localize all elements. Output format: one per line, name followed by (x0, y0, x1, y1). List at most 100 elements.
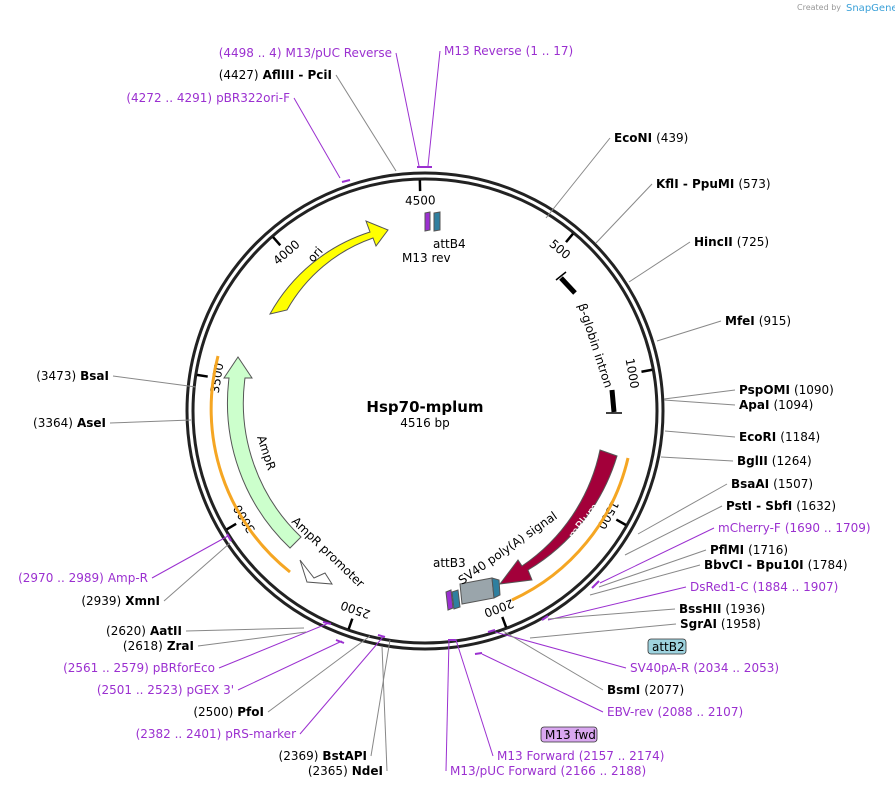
site-name: BsaAI (731, 477, 769, 491)
enzyme-label[interactable]: (2620) AatII (106, 622, 182, 639)
enzyme-label[interactable]: ApaI (1094) (739, 396, 813, 413)
site-position: (4498 .. 4) (219, 46, 282, 60)
primer-label[interactable]: (4272 .. 4291) pBR322ori-F (126, 89, 290, 106)
enzyme-label[interactable]: BssHII (1936) (679, 600, 765, 617)
enzyme-label[interactable]: BglII (1264) (737, 452, 812, 469)
site-position: (2939) (81, 594, 121, 608)
leader-line (637, 483, 728, 535)
tick-label: 4500 (405, 193, 436, 208)
site-name: pRS-marker (225, 727, 296, 741)
primer-label[interactable]: M13 Forward (2157 .. 2174) (497, 747, 664, 764)
beta-globin-start (559, 276, 577, 295)
site-name: pBR322ori-F (216, 91, 290, 105)
site-position: (1094) (773, 398, 813, 412)
site-position: (4427) (219, 68, 259, 82)
mplum-feature[interactable] (498, 449, 618, 585)
enzyme-label[interactable]: EcoNI (439) (614, 129, 688, 146)
site-name: SgrAI (680, 617, 717, 631)
enzyme-label[interactable]: (3473) BsaI (36, 367, 109, 384)
attb2-tag-label: attB2 (652, 640, 685, 654)
m13-fwd-tag-label: M13 fwd (545, 728, 596, 742)
site-position: (4272 .. 4291) (126, 91, 212, 105)
leader-lines (109, 50, 736, 772)
site-name: ZraI (167, 639, 194, 653)
enzyme-label[interactable]: BsaAI (1507) (731, 475, 813, 492)
ori-feature[interactable] (269, 220, 389, 315)
enzyme-label[interactable]: (2365) NdeI (308, 762, 383, 779)
primer-label[interactable]: (2970 .. 2989) Amp-R (18, 569, 148, 586)
site-name: BsmI (607, 683, 640, 697)
site-position: (2620) (106, 624, 146, 638)
enzyme-label[interactable]: BsmI (2077) (607, 681, 684, 698)
leader-line (335, 74, 397, 172)
m13-rev-feature[interactable] (424, 211, 431, 232)
tick-label: 4000 (270, 237, 302, 268)
enzyme-label[interactable]: (4427) AflIII - PciI (219, 66, 332, 83)
leader-line (599, 527, 715, 584)
site-position: (2561 .. 2579) (63, 661, 149, 675)
primer-label[interactable]: (2501 .. 2523) pGEX 3' (97, 681, 234, 698)
primer-label[interactable]: (4498 .. 4) M13/pUC Reverse (219, 44, 392, 61)
enzyme-label[interactable]: EcoRI (1184) (739, 428, 820, 445)
primer-label[interactable]: EBV-rev (2088 .. 2107) (607, 703, 743, 720)
enzyme-label[interactable]: MfeI (915) (725, 312, 791, 329)
enzyme-label[interactable]: (2939) XmnI (81, 592, 160, 609)
attb3-feature[interactable] (451, 589, 461, 610)
site-name: NdeI (352, 764, 383, 778)
enzyme-label[interactable]: HincII (725) (694, 233, 769, 250)
enzyme-label[interactable]: PspOMI (1090) (739, 381, 834, 398)
site-name: pGEX 3' (187, 683, 234, 697)
attb4-feature[interactable] (433, 211, 441, 232)
site-position: (2077) (644, 683, 684, 697)
leader-line (502, 630, 604, 691)
leader-line (664, 430, 736, 438)
attb2-tag[interactable] (647, 638, 687, 655)
enzyme-label[interactable]: SgrAI (1958) (680, 615, 761, 632)
ampr-feature[interactable] (223, 356, 302, 549)
tick-mark (272, 236, 282, 247)
primer-label[interactable]: SV40pA-R (2034 .. 2053) (630, 659, 779, 676)
enzyme-label[interactable]: KflI - PpuMI (573) (656, 175, 771, 192)
tick-mark (347, 618, 354, 630)
primer-label[interactable]: M13 Reverse (1 .. 17) (444, 42, 573, 59)
enzyme-label[interactable]: (3364) AseI (33, 414, 106, 431)
attb3-label: attB3 (433, 556, 466, 570)
attb4-label: attB4 (433, 237, 466, 251)
leader-line (445, 639, 450, 772)
site-name: EcoNI (614, 131, 652, 145)
enzyme-label[interactable]: (2500) PfoI (193, 703, 264, 720)
leader-line (151, 535, 229, 579)
primer-label[interactable]: (2382 .. 2401) pRS-marker (136, 725, 296, 742)
site-name: EBV-rev (607, 705, 653, 719)
enzyme-label[interactable]: PflMI (1716) (710, 541, 788, 558)
enzyme-label[interactable]: (2369) BstAPI (279, 747, 367, 764)
site-name: BsaI (80, 369, 109, 383)
enzyme-label[interactable]: BbvCI - Bpu10I (1784) (704, 556, 848, 573)
primer-label[interactable]: M13/pUC Forward (2166 .. 2188) (450, 762, 646, 779)
leader-line (455, 639, 494, 757)
site-name: Amp-R (108, 571, 148, 585)
site-position: (2500) (193, 705, 233, 719)
enzyme-label[interactable]: PstI - SbfI (1632) (726, 497, 836, 514)
primer-label[interactable]: DsRed1-C (1884 .. 1907) (690, 578, 838, 595)
site-name: PspOMI (739, 383, 790, 397)
leader-line (494, 631, 627, 669)
leader-line (370, 639, 391, 757)
primer-label[interactable]: (2561 .. 2579) pBRforEco (63, 659, 215, 676)
tick-mark (196, 373, 208, 378)
tick-mark (615, 518, 627, 527)
plasmid-length: 4516 bp (400, 416, 450, 430)
tick-mark (501, 616, 508, 628)
leader-line (109, 419, 192, 424)
site-position: (2970 .. 2989) (18, 571, 104, 585)
attb3-primer-block (445, 589, 454, 611)
enzyme-label[interactable]: (2618) ZraI (123, 637, 194, 654)
leader-line (624, 505, 723, 556)
m13-fwd-tag[interactable] (540, 726, 598, 743)
site-position: (1632) (796, 499, 836, 513)
site-name: AatII (150, 624, 182, 638)
leader-line (598, 549, 707, 588)
primer-label[interactable]: mCherry-F (1690 .. 1709) (718, 519, 871, 536)
ampr-promoter-feature[interactable] (299, 559, 333, 585)
site-position: (439) (656, 131, 688, 145)
